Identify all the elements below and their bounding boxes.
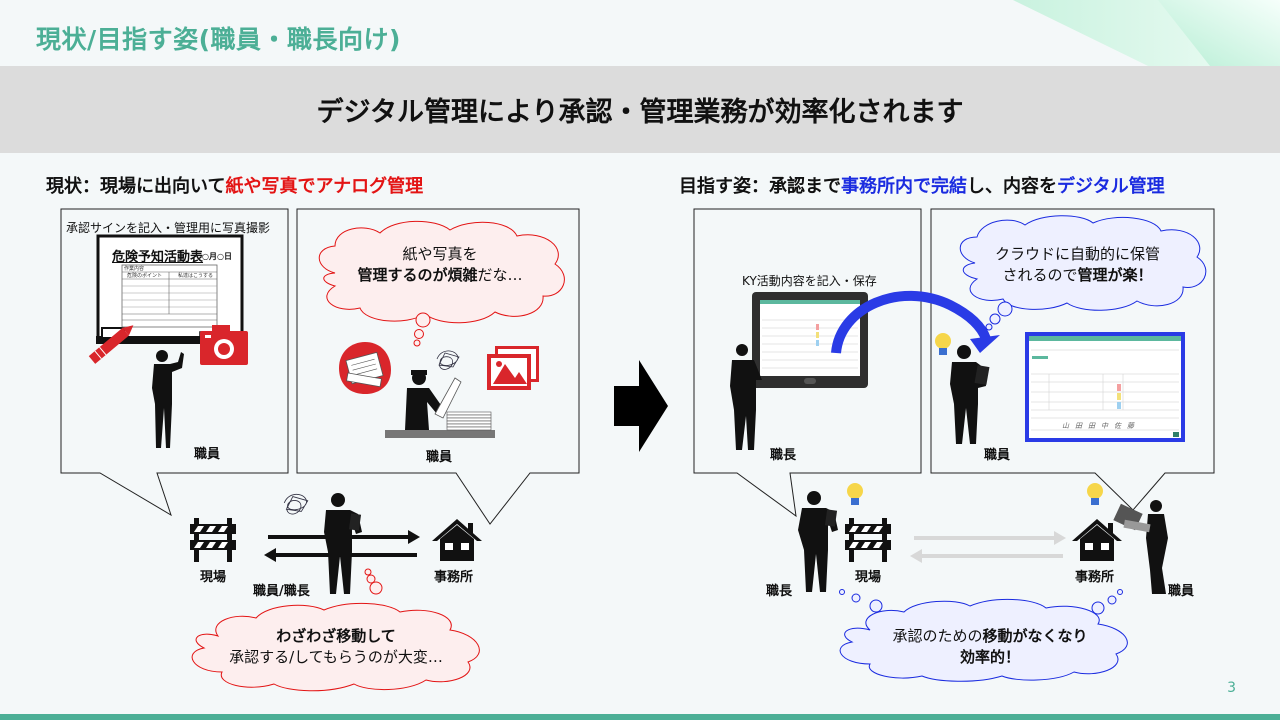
page-number: 3 [1227, 680, 1236, 696]
current-site-label: 現場 [200, 570, 227, 585]
lightbulb-icon [1087, 483, 1103, 505]
current-heading-highlight: 紙や写真でアナログ管理 [225, 176, 424, 197]
goal-panel-1-person-label: 職長 [770, 448, 797, 463]
crumpled-paper-icon [436, 350, 460, 370]
current-panel-1-person-label: 職員 [194, 447, 221, 462]
thought-cloud-paper [318, 220, 565, 347]
thought-cloud-efficient [839, 589, 1128, 682]
tablet-illustration [730, 292, 868, 450]
goal-heading-highlight-2: デジタル管理 [1057, 176, 1165, 197]
transition-arrow-icon [614, 360, 668, 452]
form-date: ○月○日 [202, 252, 232, 261]
lightbulb-icon [847, 483, 863, 505]
goal-panel-2-person-label: 職員 [984, 448, 1011, 463]
header-decoration [1013, 0, 1280, 66]
goal-flow-staff-label: 職員 [1168, 584, 1195, 599]
site-barricade-icon [845, 518, 891, 562]
current-panel-2-cloud-text: 紙や写真を 管理するのが煩雑だな… [357, 245, 523, 284]
goal-site-label: 現場 [855, 570, 882, 585]
web-app-screenshot [1025, 332, 1185, 442]
current-flow-person-label: 職員/職長 [253, 584, 310, 599]
goal-flow-leader-label: 職長 [766, 584, 793, 599]
signature-row: 山田田中佐藤 [1062, 422, 1140, 430]
photos-icon [487, 346, 539, 390]
goal-flow-cloud-text: 承認のための移動がなくなり 効率的！ [892, 627, 1088, 666]
goal-panel-1-caption: KY活動内容を記入・保存 [742, 274, 877, 288]
goal-office-label: 事務所 [1075, 570, 1115, 585]
camera-icon [200, 325, 248, 365]
form-row-label: 作業内容 [124, 266, 145, 272]
worker-at-desk-silhouette [385, 370, 495, 438]
round-trip-arrows-disabled [910, 531, 1066, 563]
current-office-label: 事務所 [434, 570, 474, 585]
staff-silhouette [950, 345, 990, 444]
crumpled-paper-icon [283, 493, 309, 515]
footer-bar [0, 714, 1280, 720]
thought-cloud-travel [191, 603, 480, 692]
office-house-icon [1072, 519, 1122, 561]
leader-silhouette [798, 491, 838, 592]
summary-banner: デジタル管理により承認・管理業務が効率化されます [0, 66, 1280, 153]
goal-heading: 目指す姿：承認まで事務所内で完結し、内容をデジタル管理 [679, 176, 1165, 197]
office-house-icon [432, 519, 482, 561]
current-heading: 現状：現場に出向いて紙や写真でアナログ管理 [46, 176, 424, 197]
current-panel-2-person-label: 職員 [426, 450, 453, 465]
staff-silhouette [152, 350, 184, 448]
goal-panel-2-cloud-text: クラウドに自動的に保管 されるので管理が楽！ [994, 245, 1160, 284]
slide-title: 現状/目指す姿(職員・職長向け) [36, 25, 401, 54]
thought-cloud-cloud-storage [959, 215, 1207, 331]
lightbulb-icon [935, 333, 951, 355]
staff-leader-silhouette [324, 493, 362, 594]
thought-bubbles-small [364, 568, 383, 595]
form-row-label: 危険のポイント [127, 273, 163, 279]
form-row-label: 私達はこうする [178, 273, 214, 279]
current-flow-cloud-text: わざわざ移動して 承認する/してもらうのが大変… [229, 627, 443, 666]
goal-heading-highlight-1: 事務所内で完結 [841, 176, 967, 197]
upload-curved-arrow-icon [831, 291, 1000, 354]
paper-pile-icon [339, 342, 391, 394]
current-panel-1-caption: 承認サインを記入・管理用に写真撮影 [66, 221, 271, 235]
form-title: 危険予知活動表 [112, 250, 204, 265]
banner-text: デジタル管理により承認・管理業務が効率化されます [316, 97, 964, 128]
staff-with-laptop-silhouette [1113, 500, 1168, 594]
whiteboard-illustration [88, 234, 244, 364]
site-barricade-icon [190, 518, 236, 562]
